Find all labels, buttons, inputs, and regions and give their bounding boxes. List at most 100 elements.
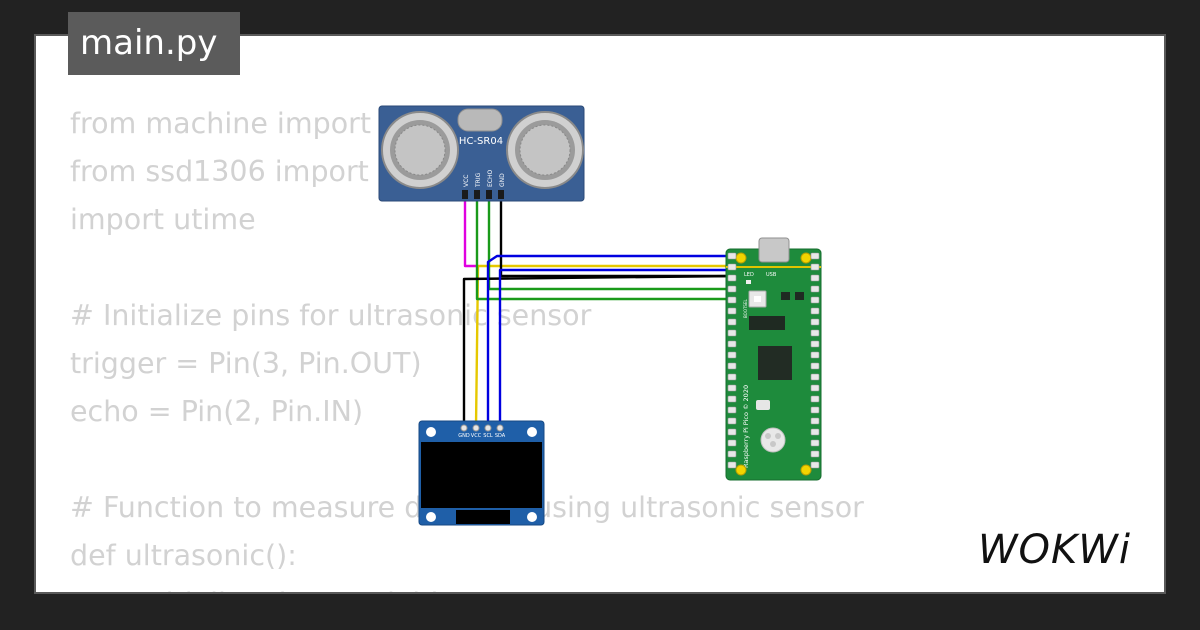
pico-pin-left[interactable] <box>727 285 737 293</box>
ultrasonic-sensor[interactable]: HC-SR04 VCC TRIG ECHO GND <box>378 105 585 202</box>
sensor-pin-label: TRIG <box>475 172 482 188</box>
pico-pin-left[interactable] <box>727 307 737 315</box>
sensor-pin[interactable] <box>474 190 480 199</box>
pico-pin-left[interactable] <box>727 274 737 282</box>
pico-led <box>746 280 751 284</box>
sensor-pin[interactable] <box>498 190 504 199</box>
sensor-transducer-left <box>381 111 459 189</box>
pico-led-label: LED <box>744 272 754 278</box>
pico-pin-left[interactable] <box>727 373 737 381</box>
pico-pin-right[interactable] <box>810 329 820 337</box>
sensor-transducer-right <box>506 111 584 189</box>
wire-echo-green <box>487 193 737 291</box>
oled-pin-label: GND <box>458 433 470 439</box>
pico-pin-right[interactable] <box>810 263 820 271</box>
pico-pin-left[interactable] <box>727 318 737 326</box>
oled-mount-hole <box>527 512 537 522</box>
pico-mount-hole <box>800 252 812 264</box>
raspberry-pi-logo-icon <box>760 427 786 453</box>
wire-vcc-magenta <box>463 193 478 268</box>
pico-pin-left[interactable] <box>727 406 737 414</box>
pico-pin-right[interactable] <box>810 318 820 326</box>
pico-pin-right[interactable] <box>810 428 820 436</box>
wire-trig-green <box>475 193 737 301</box>
code-line: # Initialize time variables <box>70 587 471 592</box>
pico-pin-right[interactable] <box>810 461 820 469</box>
pico-pin-left[interactable] <box>727 450 737 458</box>
wire-gnd-black <box>499 193 737 278</box>
pico-pin-left[interactable] <box>727 439 737 447</box>
pico-pin-right[interactable] <box>810 384 820 392</box>
pico-pin-left[interactable] <box>727 362 737 370</box>
oled-ribbon <box>456 510 510 524</box>
pico-usb-label: USB <box>766 272 777 278</box>
pico-pin-left[interactable] <box>727 252 737 260</box>
bootsel-button-cap <box>754 296 761 302</box>
pico-pin-right[interactable] <box>810 252 820 260</box>
pico-mount-hole <box>800 464 812 476</box>
pico-flash-chip <box>749 316 785 330</box>
pico-chip-small <box>795 292 804 300</box>
pico-pin-right[interactable] <box>810 340 820 348</box>
pico-pin-right[interactable] <box>810 395 820 403</box>
pico-pin-left[interactable] <box>727 263 737 271</box>
oled-mount-hole <box>527 427 537 437</box>
pico-pin-right[interactable] <box>810 439 820 447</box>
pico-pin-right[interactable] <box>810 417 820 425</box>
sensor-model-label: HC-SR04 <box>459 136 503 147</box>
pico-pin-right[interactable] <box>810 307 820 315</box>
pico-pin-right[interactable] <box>810 373 820 381</box>
pico-mount-hole <box>735 252 747 264</box>
pico-pin-right[interactable] <box>810 274 820 282</box>
sensor-pin[interactable] <box>486 190 492 199</box>
sensor-pin-label: GND <box>499 173 506 187</box>
pico-pin-left[interactable] <box>727 340 737 348</box>
pico-pin-right[interactable] <box>810 285 820 293</box>
pico-pin-right[interactable] <box>810 362 820 370</box>
sensor-pin-label: ECHO <box>487 170 494 187</box>
pico-pin-left[interactable] <box>727 428 737 436</box>
pico-pin-left[interactable] <box>727 461 737 469</box>
pico-board-label: Raspberry Pi Pico © 2020 <box>742 385 750 468</box>
raspberry-pi-pico[interactable]: LED USB Raspberry Pi Pico © 2020 BOOTSEL <box>725 237 822 481</box>
code-line: trigger = Pin(3, Pin.OUT) <box>70 347 422 380</box>
pico-pin-left[interactable] <box>727 395 737 403</box>
pico-chip-small <box>781 292 790 300</box>
code-line: def ultrasonic(): <box>70 539 297 572</box>
oled-pin-label: VCC <box>471 433 482 439</box>
preview-card: from machine import Pin, I2C from ssd130… <box>34 34 1166 594</box>
pico-pin-left[interactable] <box>727 329 737 337</box>
oled-pin-label: SCL <box>483 433 493 439</box>
oled-pin[interactable] <box>496 424 504 432</box>
oled-pin[interactable] <box>460 424 468 432</box>
pico-pin-left[interactable] <box>727 384 737 392</box>
crystal-oscillator <box>457 108 503 132</box>
pico-pin-right[interactable] <box>810 406 820 414</box>
wokwi-logo-text: WOKWi <box>978 527 1131 573</box>
wire-oled-sda-blue <box>498 268 737 426</box>
pico-pin-left[interactable] <box>727 417 737 425</box>
pico-mount-hole <box>735 464 747 476</box>
code-line: import utime <box>70 203 256 236</box>
sensor-pins: VCC TRIG ECHO GND <box>462 170 506 199</box>
sensor-pin[interactable] <box>462 190 468 199</box>
pico-pin-right[interactable] <box>810 351 820 359</box>
oled-pin[interactable] <box>484 424 492 432</box>
oled-mount-hole <box>426 512 436 522</box>
pico-pin-left[interactable] <box>727 351 737 359</box>
oled-pin-label: SDA <box>495 433 506 439</box>
oled-mount-hole <box>426 427 436 437</box>
pico-pin-right[interactable] <box>810 450 820 458</box>
file-tab[interactable]: main.py <box>68 12 240 75</box>
file-tab-label: main.py <box>80 23 218 63</box>
pico-crystal <box>756 400 770 410</box>
wires <box>462 193 738 427</box>
oled-pin[interactable] <box>472 424 480 432</box>
sensor-pin-label: VCC <box>463 175 470 187</box>
pico-pin-left[interactable] <box>727 296 737 304</box>
pico-bootsel-label: BOOTSEL <box>743 299 748 318</box>
pico-pin-right[interactable] <box>810 296 820 304</box>
